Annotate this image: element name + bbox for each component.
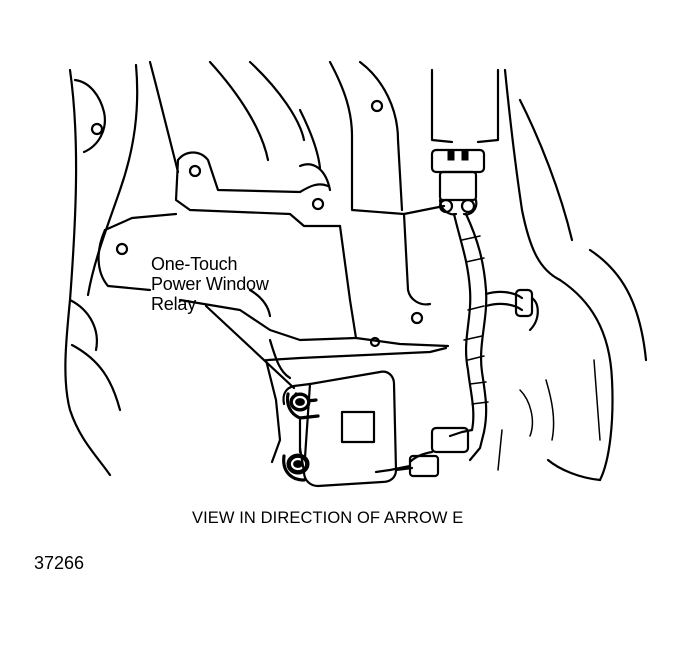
relay-callout-label: One-Touch Power Window Relay: [151, 254, 269, 314]
callout-line-2: Power Window: [151, 274, 269, 294]
callout-line-3: Relay: [151, 294, 197, 314]
wire-harness: [374, 212, 539, 478]
figure-number: 37266: [34, 553, 85, 573]
callout-leader-line: [204, 304, 296, 390]
view-caption: VIEW IN DIRECTION OF ARROW E: [192, 509, 464, 527]
door-panel-outline: [64, 60, 400, 477]
window-channel: [430, 68, 648, 482]
mounting-holes: [90, 99, 424, 348]
one-touch-relay: [264, 338, 414, 488]
upper-connector: [430, 148, 486, 216]
callout-line-1: One-Touch: [151, 254, 238, 274]
inner-panel-frame: [97, 108, 450, 362]
